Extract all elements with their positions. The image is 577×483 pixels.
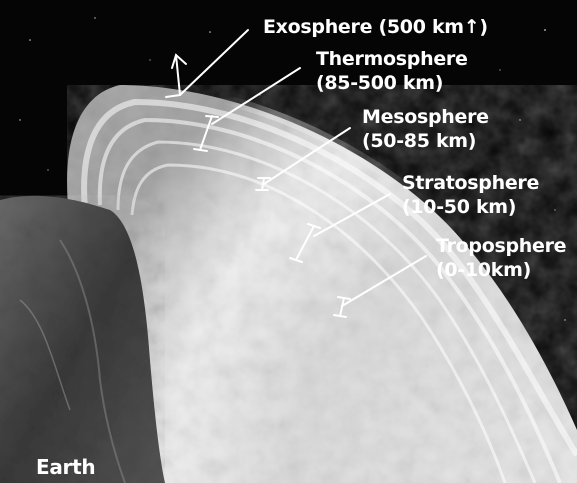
mesosphere-name: Mesosphere — [362, 106, 489, 128]
stratosphere-range: (10-50 km) — [402, 196, 517, 218]
thermosphere-label: Thermosphere (85-500 km) — [316, 47, 468, 95]
earth-surface — [0, 195, 165, 483]
troposphere-name: Troposphere — [436, 235, 567, 257]
troposphere-range: (0-10km) — [436, 259, 531, 281]
exosphere-label: Exosphere (500 km↑) — [263, 15, 488, 39]
leader-exosphere — [165, 29, 249, 98]
thermosphere-range: (85-500 km) — [316, 72, 444, 94]
stratosphere-name: Stratosphere — [402, 172, 540, 194]
earth-label: Earth — [36, 455, 96, 479]
stratosphere-label: Stratosphere (10-50 km) — [402, 171, 539, 219]
mesosphere-range: (50-85 km) — [362, 130, 477, 152]
leader-troposphere — [333, 255, 427, 318]
atmosphere-shell — [62, 79, 577, 483]
thermosphere-name: Thermosphere — [316, 48, 468, 70]
leader-mesosphere — [255, 127, 351, 191]
troposphere-label: Troposphere (0-10km) — [436, 234, 567, 282]
leader-stratosphere — [289, 193, 391, 263]
star-field — [19, 17, 566, 321]
mesosphere-label: Mesosphere (50-85 km) — [362, 105, 489, 153]
exosphere-title: Exosphere (500 km↑) — [263, 16, 488, 38]
leader-thermosphere — [193, 67, 301, 152]
leader-lines — [165, 29, 427, 318]
